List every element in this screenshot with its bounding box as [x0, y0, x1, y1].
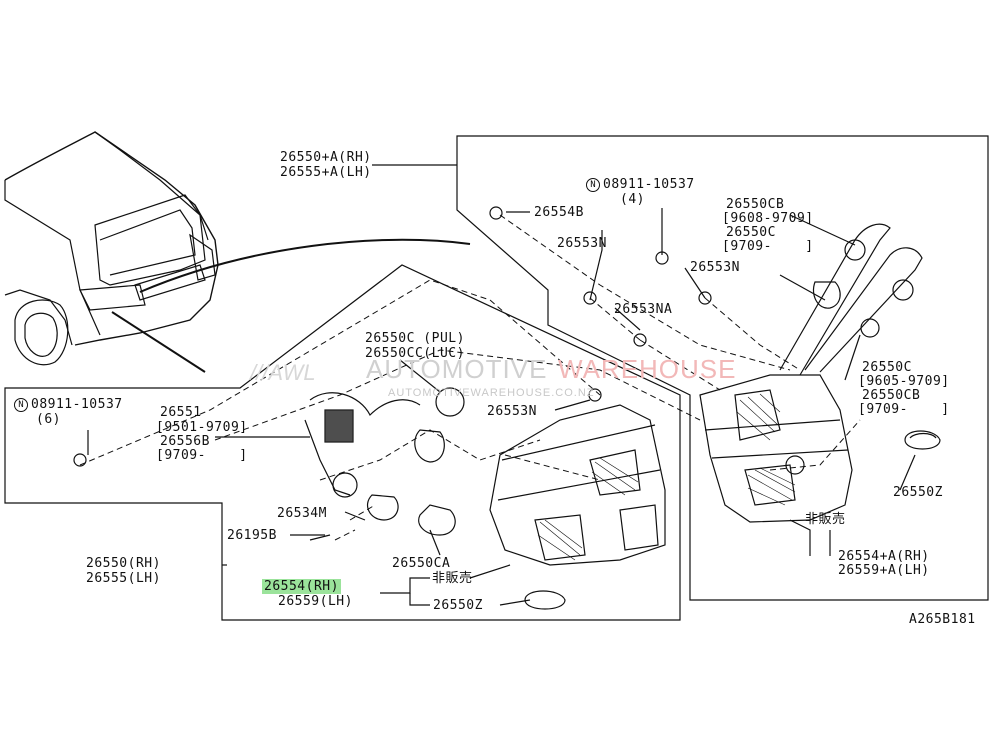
label-26550cb-right: 26550CB: [862, 388, 921, 403]
inner-assembly-frame: [4, 264, 681, 621]
n-symbol-icon: N: [586, 178, 600, 192]
label-nut-left-qty: (6): [36, 412, 61, 427]
rear-combination-lamp-right: [699, 374, 853, 523]
label-26553n-c: 26553N: [487, 404, 537, 419]
label-26550c-right: 26550C: [862, 360, 912, 375]
label-26550c-pul: 26550C (PUL): [365, 331, 465, 346]
label-range-d: [9709- ]: [156, 448, 248, 463]
label-26553na: 26553NA: [614, 302, 673, 317]
rear-combination-lamp-left: [489, 404, 666, 566]
car-outline: [4, 131, 219, 346]
label-range-c: [9501-9709]: [156, 420, 248, 435]
label-lens-lh: 26559(LH): [278, 594, 353, 609]
label-26550z-bottom: 26550Z: [433, 598, 483, 613]
label-26553n-b: 26553N: [690, 260, 740, 275]
label-range-f: [9709- ]: [858, 402, 950, 417]
label-outer-lh: 26555+A(LH): [280, 165, 372, 180]
wiring-harness-right: [779, 223, 891, 376]
highlighted-part-number: 26554(RH): [262, 579, 341, 594]
label-26551: 26551: [160, 405, 202, 420]
label-26553n-a: 26553N: [557, 236, 607, 251]
watermark-word-automotive: AUTOMOTIVE: [366, 354, 548, 384]
label-range-a: [9608-9709]: [722, 211, 814, 226]
label-range-b: [9709- ]: [722, 239, 814, 254]
label-nut-top-qty: (4): [620, 192, 645, 207]
label-26550cb-top: 26550CB: [726, 197, 785, 212]
label-not-for-sale-left: 非販売: [432, 571, 473, 586]
diagram-code: A265B181: [909, 612, 976, 627]
label-26550z-right: 26550Z: [893, 485, 943, 500]
label-26550ca: 26550CA: [392, 556, 451, 571]
outer-assembly-frame: [456, 135, 989, 601]
label-inner-lens-lh: 26559+A(LH): [838, 563, 930, 578]
label-inner-rh: 26550(RH): [86, 556, 161, 571]
watermark-word-warehouse: WAREHOUSE: [558, 354, 737, 384]
label-highlight-26554-rh: 26554(RH): [262, 579, 341, 594]
n-symbol-left-icon: N: [14, 398, 28, 412]
label-range-e: [9605-9709]: [858, 374, 950, 389]
label-nut-left-number: 08911-10537: [31, 397, 123, 412]
watermark-logo: ///AWL: [250, 360, 316, 385]
label-26556b: 26556B: [160, 434, 210, 449]
label-26534m: 26534M: [277, 506, 327, 521]
label-26195b: 26195B: [227, 528, 277, 543]
label-26550c-top: 26550C: [726, 225, 776, 240]
label-outer-rh: 26550+A(RH): [280, 150, 372, 165]
label-26554b: 26554B: [534, 205, 584, 220]
label-inner-lh: 26555(LH): [86, 571, 161, 586]
label-inner-lens-rh: 26554+A(RH): [838, 549, 930, 564]
watermark-url: AUTOMOTIVEWAREHOUSE.CO.NZ: [388, 387, 595, 399]
label-nut-top-number: 08911-10537: [603, 177, 695, 192]
label-not-for-sale-right: 非販売: [805, 512, 846, 527]
label-26550cc-luc: 26550CC(LUC): [365, 346, 465, 361]
